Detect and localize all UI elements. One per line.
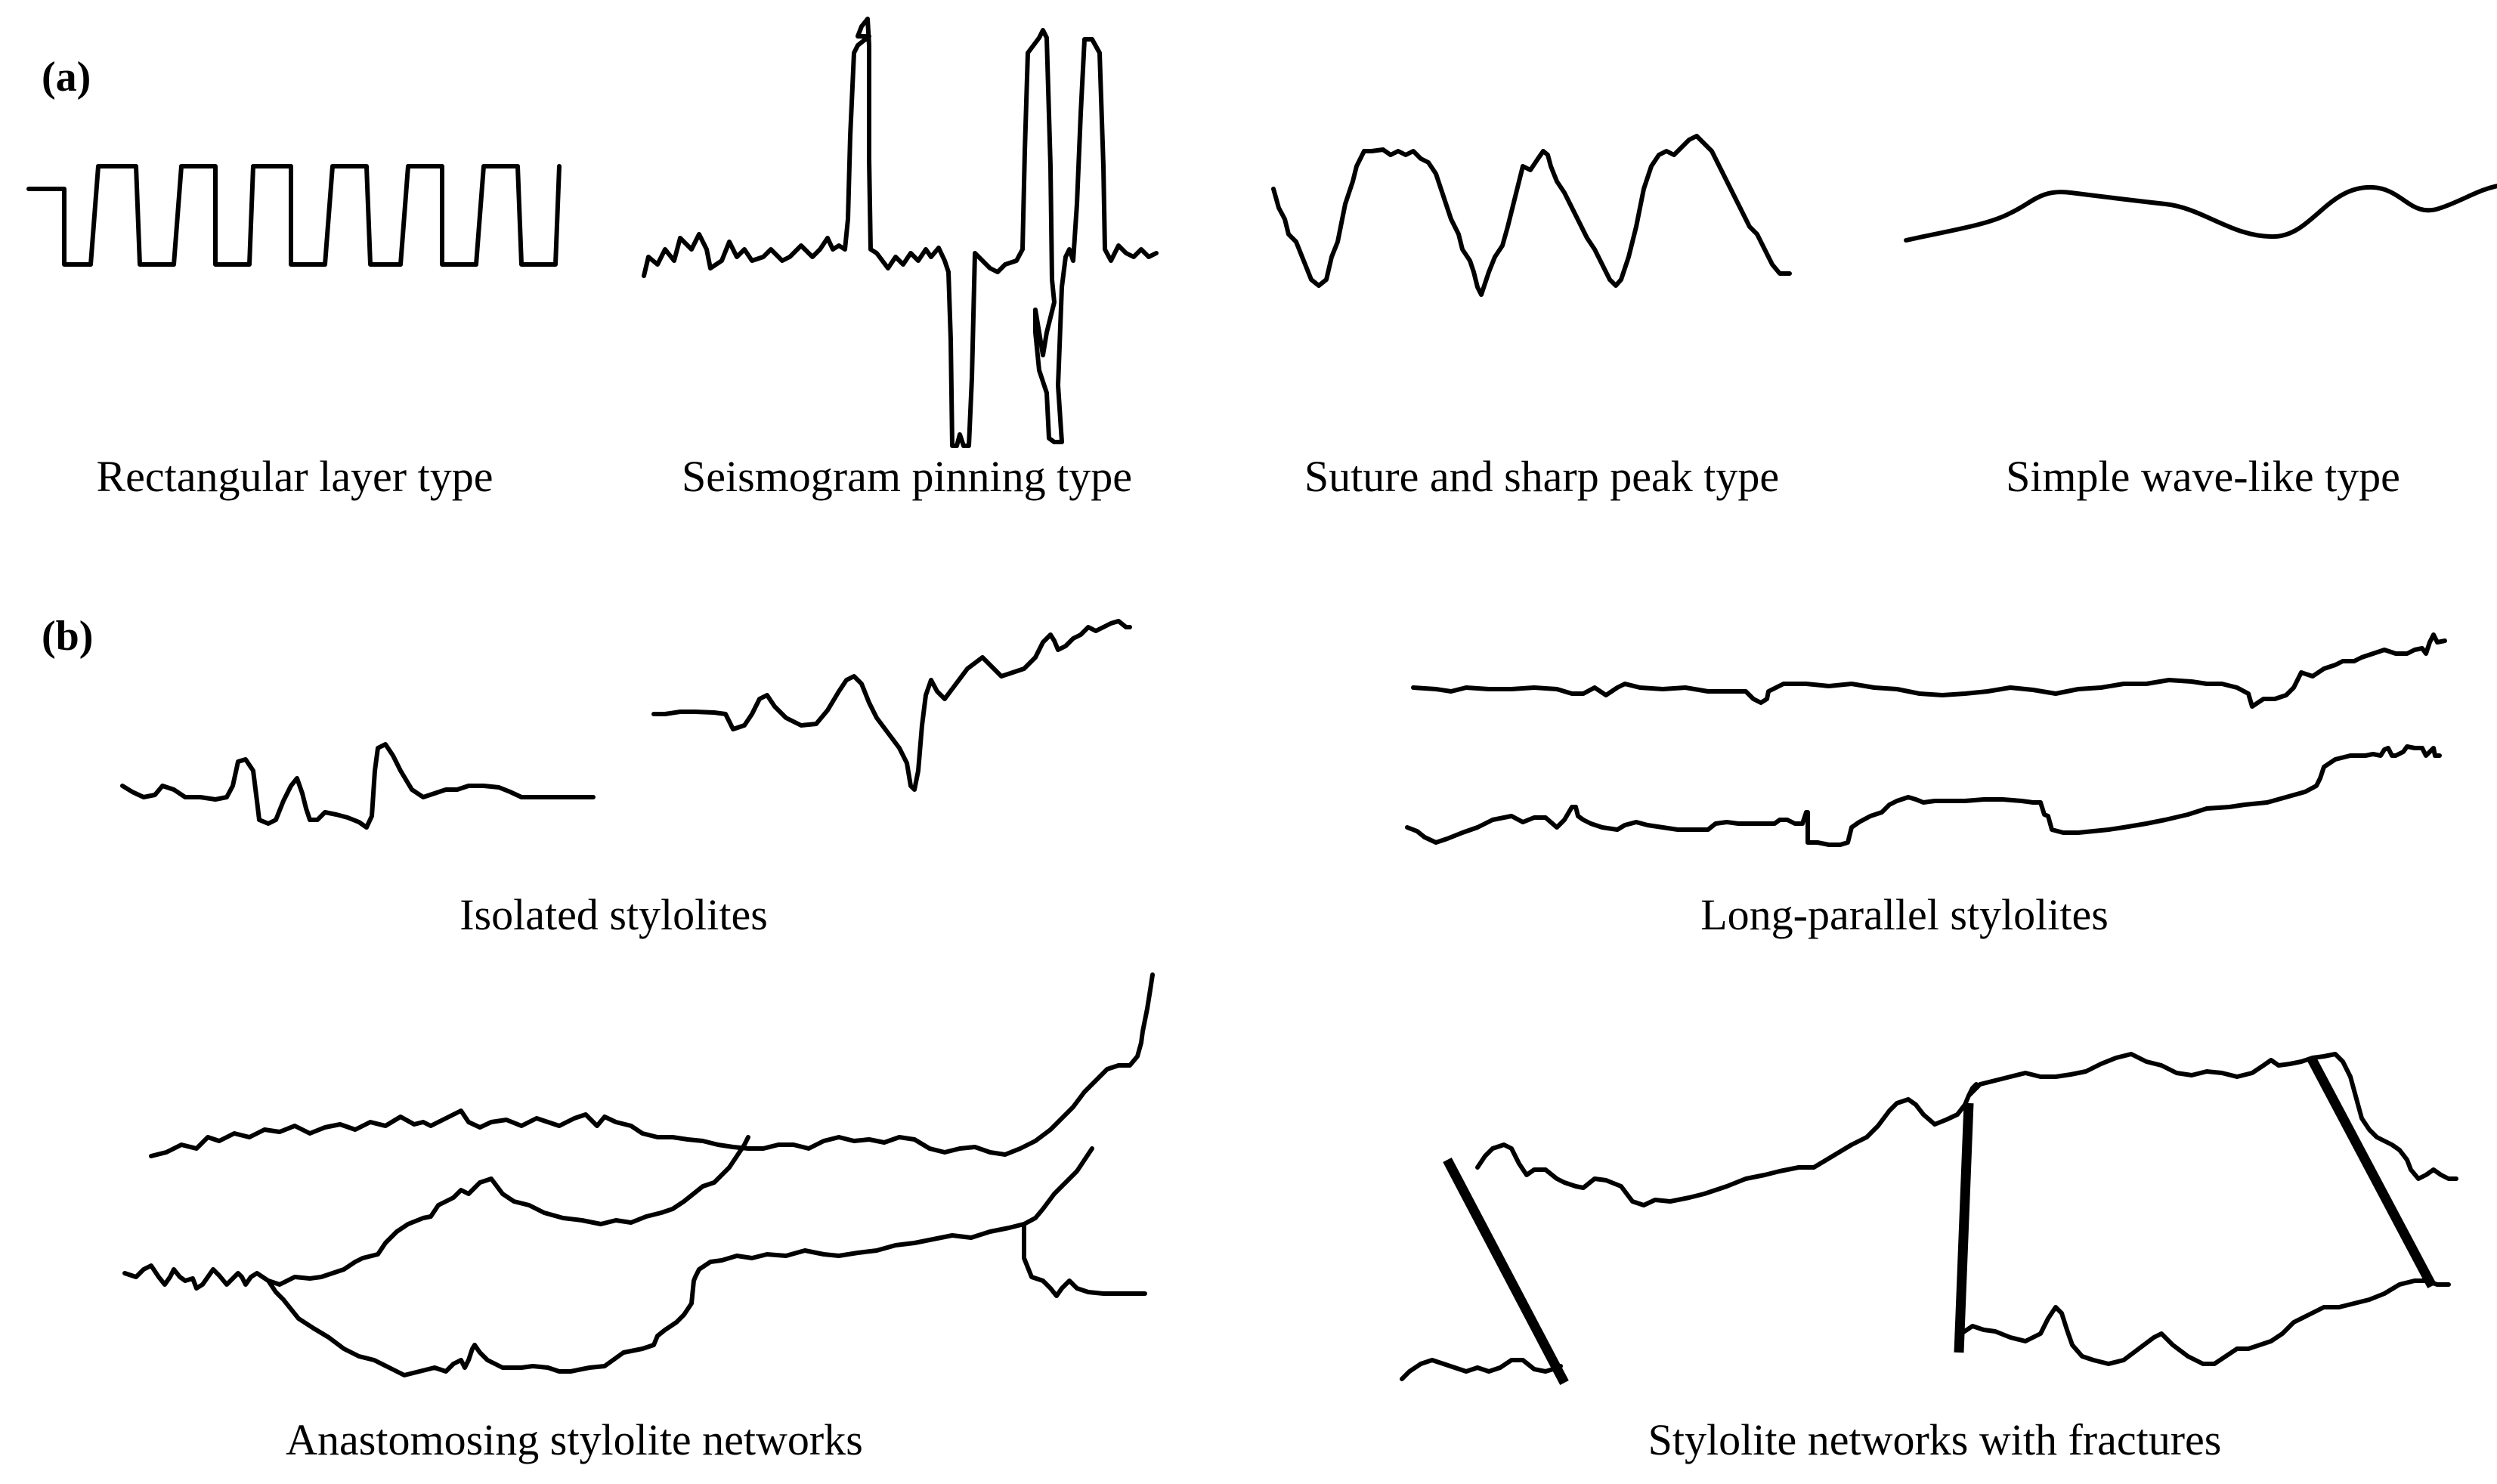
- simple-wave-drawing: [1904, 184, 2497, 243]
- anastomosing-networks-drawing: [122, 972, 1155, 1377]
- panel-a-label: (a): [42, 54, 91, 100]
- rectangular-layer-drawing: [26, 164, 562, 267]
- caption-simple-wave: Simple wave-like type: [2006, 452, 2400, 501]
- panel-b-label: (b): [42, 613, 93, 660]
- caption-isolated-stylolites: Isolated stylolites: [459, 890, 768, 939]
- caption-seismogram-pinning: Seismogram pinning type: [682, 452, 1132, 501]
- caption-anastomosing-networks: Anastomosing stylolite networks: [286, 1415, 863, 1464]
- fracture-networks-drawing: [1400, 1052, 2458, 1386]
- suture-sharp-peak-drawing: [1271, 134, 1792, 297]
- caption-fracture-networks: Stylolite networks with fractures: [1648, 1415, 2222, 1464]
- isolated-stylolites-drawing: [120, 619, 1132, 830]
- caption-rectangular-layer: Rectangular layer type: [97, 452, 494, 501]
- caption-long-parallel-stylolites: Long-parallel stylolites: [1700, 890, 2109, 939]
- caption-suture-sharp-peak: Suture and sharp peak type: [1304, 452, 1779, 501]
- long-parallel-stylolites-drawing: [1405, 632, 2447, 847]
- seismogram-pinning-drawing: [642, 17, 1159, 448]
